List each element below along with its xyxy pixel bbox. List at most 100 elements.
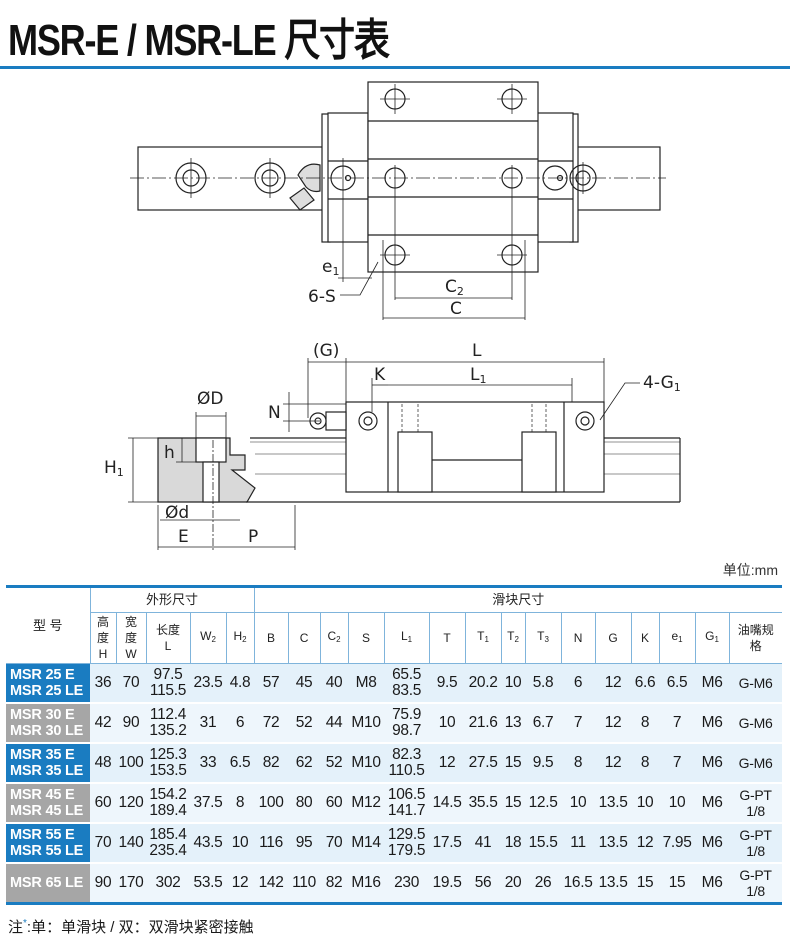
header-t: T [429, 612, 466, 664]
cell-w2: 33 [190, 743, 226, 784]
header-g1: G1 [695, 612, 730, 664]
header-c: C [288, 612, 321, 664]
cell-t2: 20 [501, 863, 526, 905]
label-l: L [472, 341, 482, 361]
technical-drawing: e1 6-S C2 C (G) L K L1 4-G1 ØD N H1 h Ød… [104, 81, 681, 550]
header-block-dimensions: 滑块尺寸 [254, 586, 783, 613]
model-name: MSR 55 E [10, 827, 75, 843]
header-t1: T1 [465, 612, 502, 664]
cell-s: M8 [348, 663, 385, 704]
header-b: B [254, 612, 289, 664]
cell-w: 140 [116, 823, 146, 864]
header-k: K [631, 612, 660, 664]
cell-k: 8 [631, 743, 660, 784]
cell-g1: M6 [695, 823, 730, 864]
cell-c: 95 [288, 823, 321, 864]
cell-n: 11 [561, 823, 596, 864]
cell-t3: 15.5 [525, 823, 562, 864]
cell-c: 45 [288, 663, 321, 704]
page-title: MSR-E / MSR-LE 尺寸表 [8, 16, 390, 65]
cell-h2: 8 [226, 783, 255, 824]
cell-t: 12 [429, 743, 466, 784]
header-e1: e1 [659, 612, 696, 664]
cell-g: 13.5 [595, 823, 632, 864]
cell-k: 15 [631, 863, 660, 905]
cell-b: 57 [254, 663, 289, 704]
cell-t: 17.5 [429, 823, 466, 864]
label-p: P [248, 527, 258, 547]
cell-h2: 4.8 [226, 663, 255, 704]
cell-e1: 15 [659, 863, 696, 905]
cell-g1: M6 [695, 663, 730, 704]
cell-t3: 5.8 [525, 663, 562, 704]
cell-t1: 20.2 [465, 663, 502, 704]
header-l1: L1 [384, 612, 430, 664]
cell-t: 9.5 [429, 663, 466, 704]
model-name: MSR 25 LE [10, 683, 84, 699]
cell-g1: M6 [695, 783, 730, 824]
label-phi-d-small: Ød [165, 503, 189, 523]
cell-w: 100 [116, 743, 146, 784]
cell-c2: 52 [320, 743, 349, 784]
cell-c2: 44 [320, 703, 349, 744]
cell-h: 48 [90, 743, 116, 784]
cell-t2: 10 [501, 663, 526, 704]
cell-g: 12 [595, 743, 632, 784]
cell-c: 110 [288, 863, 321, 905]
cell-t3: 9.5 [525, 743, 562, 784]
cell-n: 16.5 [561, 863, 596, 905]
cell-t3: 12.5 [525, 783, 562, 824]
cell-n: 10 [561, 783, 596, 824]
header-g: G [595, 612, 632, 664]
cell-b: 100 [254, 783, 289, 824]
cell-g: 12 [595, 663, 632, 704]
cell-t1: 56 [465, 863, 502, 905]
cell-l: 302 [146, 863, 190, 905]
model-name: MSR 30 E [10, 707, 75, 723]
footnote: 注*:单：单滑块 / 双：双滑块紧密接触 [8, 918, 254, 936]
header-t2: T2 [501, 612, 526, 664]
header-grease-nipple: 油嘴规格 [729, 612, 783, 664]
cell-h2: 6 [226, 703, 255, 744]
header-w2: W2 [190, 612, 227, 664]
cell-t1: 41 [465, 823, 502, 864]
cell-g1: M6 [695, 863, 730, 905]
model-cell: MSR 65 LE [6, 863, 90, 905]
header-s: S [348, 612, 385, 664]
cell-c2: 82 [320, 863, 349, 905]
header-outer-dimensions: 外形尺寸 [90, 586, 255, 613]
model-name: MSR 45 E [10, 787, 75, 803]
label-h: h [164, 443, 175, 463]
cell-nipple: G-M6 [729, 703, 783, 744]
top-view [130, 81, 666, 320]
model-name: MSR 55 LE [10, 843, 84, 859]
cell-w: 90 [116, 703, 146, 744]
cell-t1: 35.5 [465, 783, 502, 824]
cell-g1: M6 [695, 743, 730, 784]
cell-g: 12 [595, 703, 632, 744]
cell-t1: 27.5 [465, 743, 502, 784]
cell-w2: 53.5 [190, 863, 226, 905]
header-h2: H2 [226, 612, 255, 664]
cell-e1: 7.95 [659, 823, 696, 864]
cell-s: M14 [348, 823, 385, 864]
header-c2: C2 [320, 612, 349, 664]
cell-t: 14.5 [429, 783, 466, 824]
model-name: MSR 35 E [10, 747, 75, 763]
